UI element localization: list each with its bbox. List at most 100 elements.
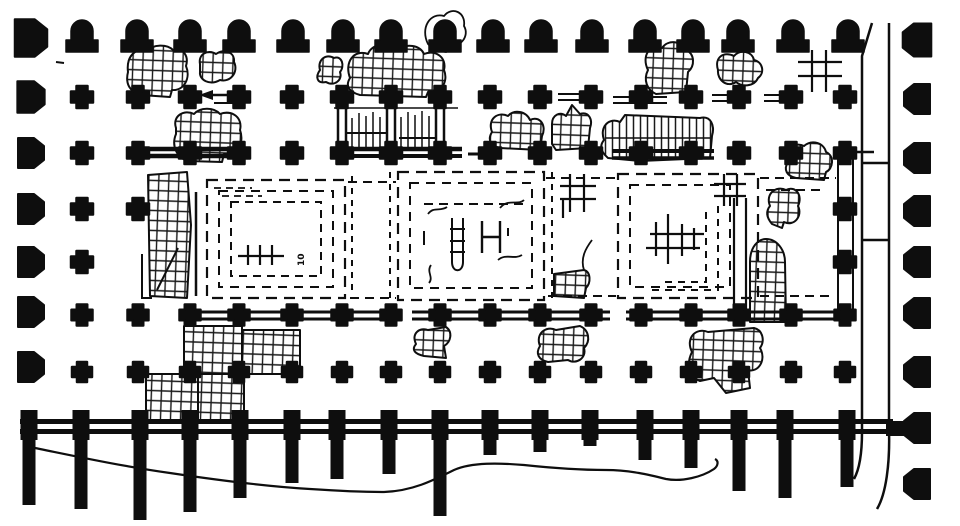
- column-cross: [628, 140, 654, 166]
- right-wall-pier: [903, 356, 931, 388]
- dome-pier: [831, 19, 865, 53]
- left-wall-pier: [13, 18, 49, 58]
- column-cross: [579, 360, 603, 384]
- court-c-outline: [616, 172, 760, 300]
- dome-pier: [524, 19, 558, 53]
- court-a-top-dashes: [214, 187, 262, 197]
- tiny-label: 10: [297, 253, 307, 266]
- column-cross: [226, 84, 252, 110]
- buttress-pier: [636, 410, 654, 440]
- ruin-patch: [536, 325, 590, 363]
- buttress-pier: [583, 438, 597, 446]
- column-cross: [178, 360, 202, 384]
- ruin-patch: [716, 50, 764, 87]
- buttress-pier: [433, 438, 447, 516]
- buttress-pier: [732, 438, 746, 491]
- dome-pier: [173, 19, 207, 53]
- squiggle: [427, 206, 448, 215]
- column-cross: [478, 303, 502, 327]
- grid-motif: [646, 214, 704, 264]
- column-cross: [477, 84, 503, 110]
- column-cross: [330, 303, 354, 327]
- buttress-pier: [684, 438, 698, 468]
- buttress-pier: [483, 438, 497, 455]
- court-c-corner: [662, 212, 707, 283]
- left-wall-pier: [17, 296, 45, 328]
- column-cross: [478, 360, 502, 384]
- left-wall-pier: [17, 193, 45, 225]
- column-cross: [833, 360, 857, 384]
- ruin-patch: [766, 187, 801, 229]
- ruin-patch: [412, 326, 452, 359]
- left-wall-pier: [17, 351, 45, 383]
- enclosure-wall: [20, 429, 893, 434]
- column-cross: [428, 303, 452, 327]
- court-a-outline: [218, 190, 334, 288]
- right-wall-pier: [901, 22, 933, 58]
- ruin-patch: [553, 269, 591, 299]
- column-cross: [629, 360, 653, 384]
- buttress-pier: [183, 438, 197, 512]
- column-cross: [227, 303, 251, 327]
- buttress-pier: [330, 438, 344, 479]
- column-cross: [177, 84, 203, 110]
- buttress-pier: [776, 410, 794, 440]
- column-cross: [125, 140, 151, 166]
- column-cross: [379, 303, 403, 327]
- ruin-patch: [147, 171, 192, 299]
- buttress-pier: [20, 410, 38, 440]
- column-cross: [679, 360, 703, 384]
- column-cross: [226, 140, 252, 166]
- left-wall-pier: [16, 80, 46, 114]
- court-b-outline: [409, 182, 533, 289]
- column-cross: [833, 303, 857, 327]
- crosshatch-motif: [560, 174, 596, 218]
- column-cross: [70, 360, 94, 384]
- outer-wall-right-outer: [875, 23, 891, 510]
- squiggle: [497, 254, 523, 261]
- column-cross: [578, 140, 604, 166]
- crosshatch-motif: [798, 50, 842, 92]
- column-cross: [329, 84, 355, 110]
- column-cross: [578, 84, 604, 110]
- dome-pier: [326, 19, 360, 53]
- column-cross: [280, 303, 304, 327]
- dome-pier: [65, 19, 99, 53]
- buttress-pier: [74, 438, 88, 509]
- column-cross: [678, 140, 704, 166]
- column-cross: [629, 303, 653, 327]
- column-cross: [428, 360, 452, 384]
- column-cross: [279, 84, 305, 110]
- column-cross: [726, 84, 752, 110]
- column-cross: [378, 84, 404, 110]
- dome-pier: [374, 19, 408, 53]
- shoreline: [29, 445, 719, 494]
- buttress-pier: [840, 438, 854, 487]
- buttress-pier: [682, 410, 700, 440]
- buttress-pier: [431, 410, 449, 440]
- column-cross: [69, 249, 95, 275]
- column-cross: [832, 196, 858, 222]
- buttress-pier: [481, 410, 499, 440]
- squiggle: [428, 264, 432, 284]
- buttress-pier: [72, 410, 90, 440]
- column-cross: [527, 84, 553, 110]
- arrowhead: [199, 90, 213, 100]
- column-cross: [628, 84, 654, 110]
- column-cross: [330, 360, 354, 384]
- right-wall-pier: [903, 297, 931, 329]
- h-motif: [480, 221, 502, 253]
- dome-pier: [575, 19, 609, 53]
- court-c-outline: [629, 184, 731, 288]
- inner-wall-east: [837, 155, 854, 316]
- gate-hatch: [351, 112, 381, 147]
- column-cross: [126, 303, 150, 327]
- buttress-pier: [181, 410, 199, 440]
- ramp-diagonal: [156, 247, 179, 291]
- column-cross: [477, 140, 503, 166]
- column-cross: [778, 84, 804, 110]
- column-cross: [779, 303, 803, 327]
- enclosure-wall: [20, 419, 893, 424]
- buttress-pier: [133, 438, 147, 520]
- column-cross: [126, 360, 150, 384]
